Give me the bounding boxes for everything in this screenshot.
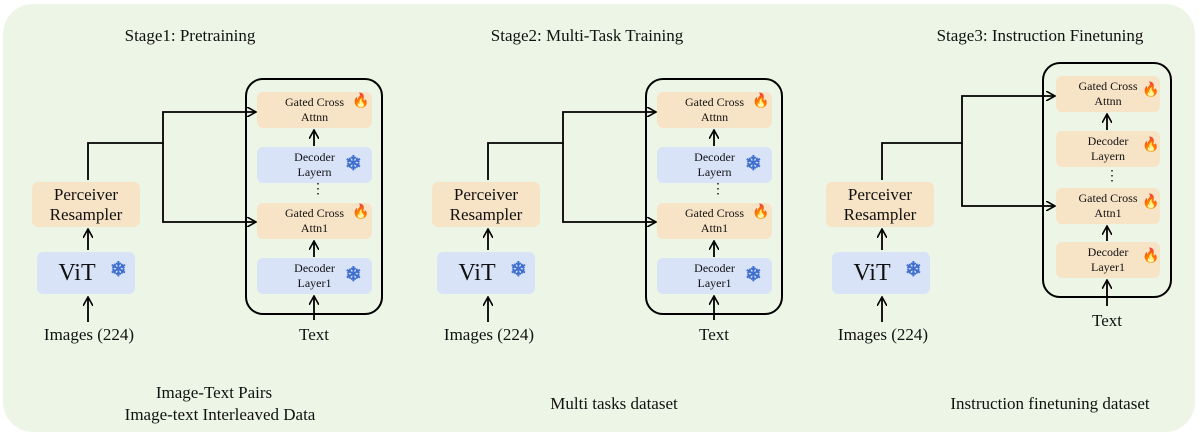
snowflake-icon: ❄ — [110, 259, 127, 281]
stage3-gated-cross-attnn: Gated Cross Attnn — [1056, 76, 1160, 112]
snowflake-icon: ❄ — [345, 264, 362, 286]
block-label: Decoder Layer1 — [1087, 245, 1129, 274]
block-label: Gated Cross Attnn — [685, 95, 744, 124]
stage1-decoder-layer1: Decoder Layer1 — [257, 258, 372, 294]
stage1-images-label: Images (224) — [43, 325, 135, 344]
stage2-title: Stage2: Multi-Task Training — [490, 26, 684, 45]
stage2-perceiver-resampler: Perceiver Resampler — [432, 182, 540, 227]
fire-icon: 🔥 — [1142, 138, 1160, 153]
stage3-text-label: Text — [1092, 311, 1122, 330]
stage3-decoder-layer1: Decoder Layer1 — [1056, 242, 1160, 278]
stage1-text-label: Text — [299, 325, 329, 344]
stage3-title: Stage3: Instruction Finetuning — [936, 26, 1144, 45]
stage2-dataset-line1: Multi tasks dataset — [550, 394, 678, 413]
snowflake-icon: ❄ — [745, 264, 762, 286]
stage1-gated-cross-attn1: Gated Cross Attn1 — [257, 203, 372, 239]
stage3-perceiver-resampler: Perceiver Resampler — [826, 182, 934, 227]
vit-label: ViT — [58, 259, 96, 286]
stage3-images-label: Images (224) — [837, 325, 929, 344]
stage3-vit-box: ViT — [832, 252, 930, 294]
block-label: Gated Cross Attnn — [1078, 79, 1138, 108]
stage2-gated-cross-attnn: Gated Cross Attnn — [657, 92, 772, 128]
perceiver-label: Perceiver Resampler — [843, 184, 917, 224]
stage1-vit-box: ViT — [37, 252, 135, 294]
ellipsis-icon: ⋮ — [1105, 169, 1119, 184]
stage3-dataset-line1: Instruction finetuning dataset — [950, 394, 1150, 413]
stage1-perceiver-resampler: Perceiver Resampler — [32, 182, 140, 227]
diagram-panel — [3, 4, 1195, 432]
block-label: Decoder Layern — [694, 150, 735, 179]
block-label: Decoder Layer1 — [694, 261, 735, 290]
stage2-vit-box: ViT — [437, 252, 535, 294]
perceiver-label: Perceiver Resampler — [449, 184, 523, 224]
snowflake-icon: ❄ — [345, 153, 362, 175]
stage2-decoder-layern: Decoder Layern — [657, 147, 772, 183]
ellipsis-icon: ⋮ — [311, 182, 325, 197]
fire-icon: 🔥 — [1142, 249, 1160, 264]
block-label: Decoder Layern — [294, 150, 335, 179]
stage3-decoder-layern: Decoder Layern — [1056, 131, 1160, 167]
block-label: Gated Cross Attn1 — [685, 206, 744, 235]
snowflake-icon: ❄ — [510, 259, 527, 281]
block-label: Gated Cross Attn1 — [285, 206, 344, 235]
block-label: Decoder Layern — [1087, 134, 1129, 163]
stage1-gated-cross-attnn: Gated Cross Attnn — [257, 92, 372, 128]
block-label: Decoder Layer1 — [294, 261, 335, 290]
block-label: Gated Cross Attnn — [285, 95, 344, 124]
stage1-title: Stage1: Pretraining — [124, 26, 256, 45]
fire-icon: 🔥 — [752, 94, 770, 109]
stage1-dataset-line1: Image-Text Pairs — [155, 383, 273, 402]
perceiver-label: Perceiver Resampler — [49, 184, 123, 224]
vit-label: ViT — [853, 259, 891, 286]
fire-icon: 🔥 — [352, 94, 370, 109]
stage2-images-label: Images (224) — [443, 325, 535, 344]
stage2-gated-cross-attn1: Gated Cross Attn1 — [657, 203, 772, 239]
stage1-decoder-layern: Decoder Layern — [257, 147, 372, 183]
fire-icon: 🔥 — [352, 205, 370, 220]
stage3-gated-cross-attn1: Gated Cross Attn1 — [1056, 188, 1160, 224]
stage1-dataset-line2: Image-text Interleaved Data — [124, 405, 316, 424]
block-label: Gated Cross Attn1 — [1078, 191, 1138, 220]
snowflake-icon: ❄ — [905, 259, 922, 281]
stage2-decoder-layer1: Decoder Layer1 — [657, 258, 772, 294]
fire-icon: 🔥 — [1142, 83, 1160, 98]
stage2-text-label: Text — [699, 325, 729, 344]
fire-icon: 🔥 — [752, 205, 770, 220]
ellipsis-icon: ⋮ — [711, 182, 725, 197]
vit-label: ViT — [458, 259, 496, 286]
snowflake-icon: ❄ — [745, 153, 762, 175]
fire-icon: 🔥 — [1142, 195, 1160, 210]
